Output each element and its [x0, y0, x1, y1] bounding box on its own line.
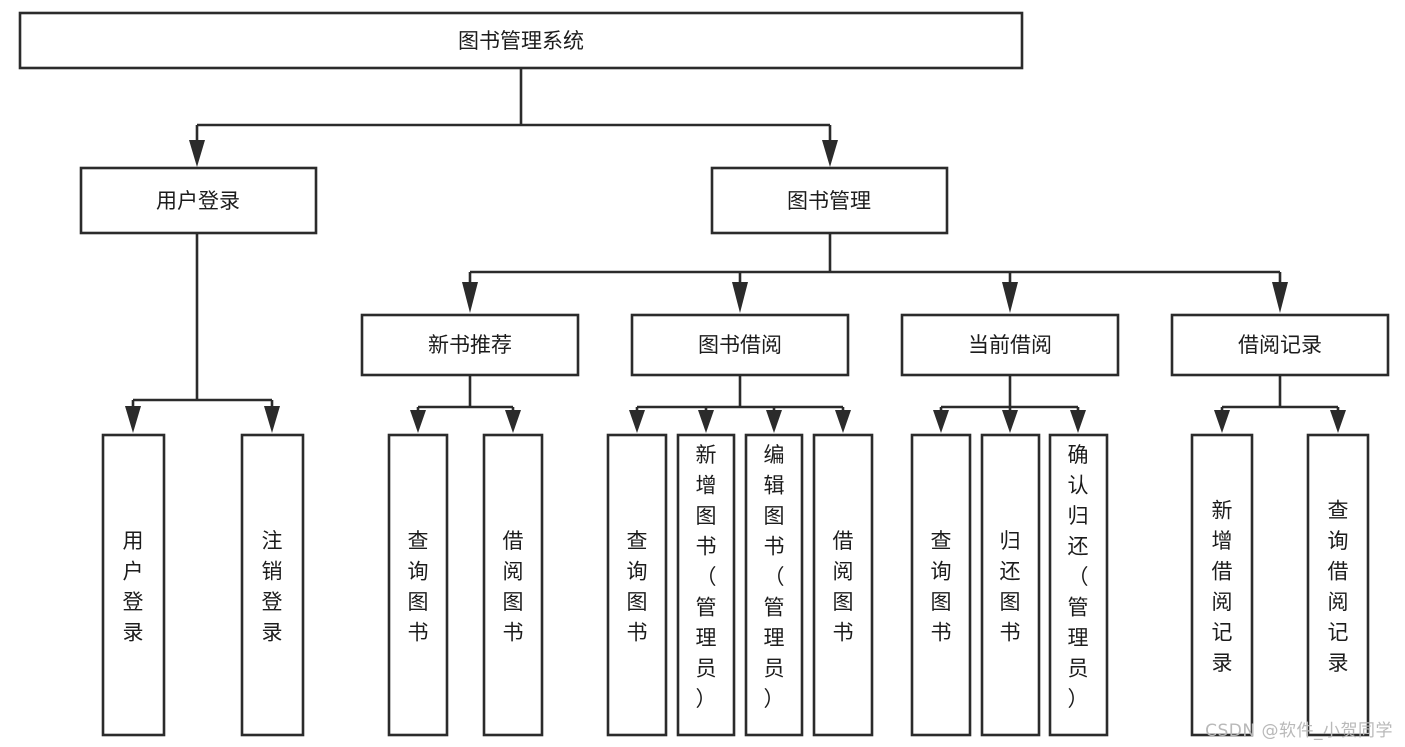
- leaf-node-query-book-borrow[interactable]: 查询图书: [606, 433, 668, 737]
- node-new-book-recommend[interactable]: 新书推荐: [360, 313, 580, 377]
- arrow-head-book-borrow: [732, 282, 748, 313]
- leaf-node-edit-book-admin-label: 编辑图书（管理员）: [764, 443, 785, 711]
- leaf-node-query-book-borrow-label: 查询图书: [627, 529, 648, 645]
- leaf-node-add-borrow-record[interactable]: 新增借阅记录: [1190, 433, 1254, 737]
- connector-layer: [125, 68, 1346, 433]
- node-borrow-record-box[interactable]: [1170, 313, 1390, 377]
- arrow-head-bookborrow-leaf-3: [766, 410, 782, 433]
- arrow-head-bookborrow-leaf-2: [698, 410, 714, 433]
- leaf-node-user-login[interactable]: 用户登录: [101, 433, 166, 737]
- arrow-head-bookborrow-leaf-4: [835, 410, 851, 433]
- leaf-node-borrow-book[interactable]: 借阅图书: [812, 433, 874, 737]
- leaf-node-borrow-book-recommend[interactable]: 借阅图书: [482, 433, 544, 737]
- arrow-head-currentborrow-leaf-3: [1070, 410, 1086, 433]
- leaf-node-return-book-box[interactable]: [980, 433, 1041, 737]
- leaf-node-borrow-book-recommend-label: 借阅图书: [503, 529, 524, 645]
- node-new-book-recommend-box[interactable]: [360, 313, 580, 377]
- arrow-head-current-borrow: [1002, 282, 1018, 313]
- arrow-head-leaf-logout: [264, 406, 280, 433]
- node-borrow-record-label: 借阅记录: [1238, 333, 1322, 357]
- leaf-node-borrow-book-box[interactable]: [812, 433, 874, 737]
- node-user-login-box[interactable]: [79, 166, 318, 235]
- leaf-node-return-book-label: 归还图书: [1000, 529, 1021, 645]
- node-user-login-label: 用户登录: [156, 189, 240, 213]
- csdn-watermark: CSDN @软件_小贺同学: [1205, 721, 1393, 741]
- leaf-node-query-book-current-box[interactable]: [910, 433, 972, 737]
- node-book-borrow-label: 图书借阅: [698, 333, 782, 357]
- node-book-manage-label: 图书管理: [787, 189, 871, 213]
- leaf-node-add-book-admin-box[interactable]: [676, 433, 736, 737]
- node-root-system[interactable]: 图书管理系统: [18, 11, 1024, 70]
- arrow-head-user-login: [189, 140, 205, 167]
- leaf-node-edit-book-admin[interactable]: 编辑图书（管理员）: [744, 433, 804, 737]
- node-borrow-record[interactable]: 借阅记录: [1170, 313, 1390, 377]
- arrow-head-bookborrow-leaf-1: [629, 410, 645, 433]
- leaf-node-query-borrow-record[interactable]: 查询借阅记录: [1306, 433, 1370, 737]
- node-book-borrow-box[interactable]: [630, 313, 850, 377]
- leaf-node-logout-label: 注销登录: [262, 529, 283, 645]
- node-root-system-label: 图书管理系统: [458, 29, 584, 53]
- arrow-head-currentborrow-leaf-2: [1002, 410, 1018, 433]
- leaf-node-user-login-label: 用户登录: [123, 529, 144, 645]
- arrow-head-borrowrecord-leaf-1: [1214, 410, 1230, 433]
- node-book-manage-box[interactable]: [710, 166, 949, 235]
- leaf-node-query-book-recommend[interactable]: 查询图书: [387, 433, 449, 737]
- arrow-head-book-manage: [822, 140, 838, 167]
- arrow-head-newbook-leaf-1: [410, 410, 426, 433]
- leaf-node-return-book[interactable]: 归还图书: [980, 433, 1041, 737]
- leaf-node-query-book-recommend-label: 查询图书: [408, 529, 429, 645]
- node-current-borrow[interactable]: 当前借阅: [900, 313, 1120, 377]
- arrow-head-leaf-user-login: [125, 406, 141, 433]
- arrow-head-currentborrow-leaf-1: [933, 410, 949, 433]
- leaf-node-logout[interactable]: 注销登录: [240, 433, 305, 737]
- node-root-system-box[interactable]: [18, 11, 1024, 70]
- node-user-login[interactable]: 用户登录: [79, 166, 318, 235]
- leaf-node-query-book-current[interactable]: 查询图书: [910, 433, 972, 737]
- arrow-head-borrow-record: [1272, 282, 1288, 313]
- leaf-node-confirm-return-admin[interactable]: 确认归还（管理员）: [1048, 433, 1109, 737]
- leaf-node-query-borrow-record-box[interactable]: [1306, 433, 1370, 737]
- leaf-node-add-borrow-record-box[interactable]: [1190, 433, 1254, 737]
- arrow-head-newbook-leaf-2: [505, 410, 521, 433]
- leaf-node-query-book-current-label: 查询图书: [931, 529, 952, 645]
- node-book-borrow[interactable]: 图书借阅: [630, 313, 850, 377]
- leaf-node-query-borrow-record-label: 查询借阅记录: [1328, 498, 1349, 675]
- leaf-node-confirm-return-admin-label: 确认归还（管理员）: [1068, 443, 1089, 711]
- node-book-manage[interactable]: 图书管理: [710, 166, 949, 235]
- arrow-head-borrowrecord-leaf-2: [1330, 410, 1346, 433]
- leaf-node-add-book-admin-label: 新增图书（管理员）: [696, 443, 717, 711]
- leaf-node-borrow-book-recommend-box[interactable]: [482, 433, 544, 737]
- leaf-node-add-borrow-record-label: 新增借阅记录: [1212, 498, 1233, 675]
- leaf-node-confirm-return-admin-box[interactable]: [1048, 433, 1109, 737]
- leaf-node-edit-book-admin-box[interactable]: [744, 433, 804, 737]
- leaf-node-query-book-recommend-box[interactable]: [387, 433, 449, 737]
- arrow-head-new-book-recommend: [462, 282, 478, 313]
- node-current-borrow-label: 当前借阅: [968, 333, 1052, 357]
- leaf-node-user-login-box[interactable]: [101, 433, 166, 737]
- node-new-book-recommend-label: 新书推荐: [428, 333, 512, 357]
- leaf-node-query-book-borrow-box[interactable]: [606, 433, 668, 737]
- leaf-node-add-book-admin[interactable]: 新增图书（管理员）: [676, 433, 736, 737]
- leaf-node-borrow-book-label: 借阅图书: [833, 529, 854, 645]
- leaf-node-logout-box[interactable]: [240, 433, 305, 737]
- node-current-borrow-box[interactable]: [900, 313, 1120, 377]
